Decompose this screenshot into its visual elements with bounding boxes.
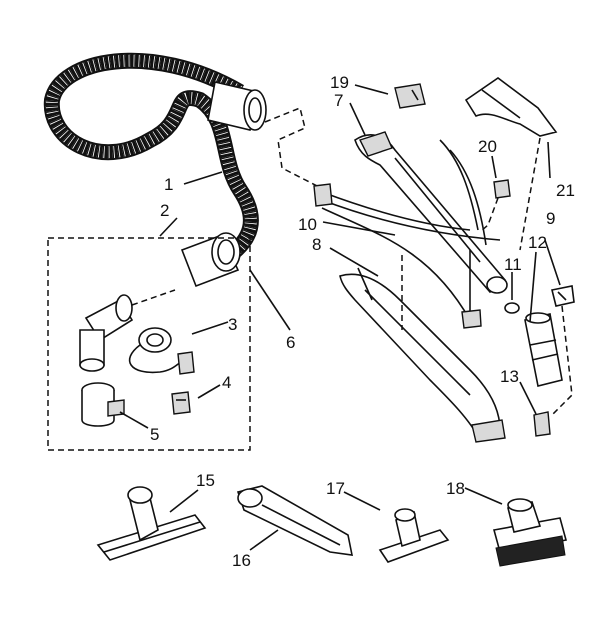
- hose-to-handle-dashes: [264, 106, 326, 191]
- tube-part-12: [524, 312, 563, 387]
- callout-4: 4: [222, 373, 231, 392]
- cup-part-5: [81, 382, 125, 427]
- callout-3: 3: [228, 315, 237, 334]
- kit-group-box: [47, 237, 251, 451]
- handle-part-7: [354, 131, 508, 294]
- lower-wand-part-8: [339, 267, 506, 443]
- callout-10: 10: [298, 215, 317, 234]
- cord-clip-part-3: [128, 327, 195, 375]
- hose-top-cuff: [207, 81, 267, 131]
- upholstery-tool-part-17: [378, 508, 450, 563]
- callout-13: 13: [500, 367, 519, 386]
- callout-7: 7: [334, 91, 343, 110]
- wiring-part-10: [313, 183, 501, 329]
- callout-21: 21: [556, 181, 575, 200]
- hose-part: [43, 52, 259, 262]
- hose-bottom-cuff: [180, 232, 241, 288]
- cover-part-21: [464, 77, 558, 251]
- callout-20: 20: [478, 137, 497, 156]
- callout-19: 19: [330, 73, 349, 92]
- swivel-elbow-part: [79, 289, 176, 372]
- callout-15: 15: [196, 471, 215, 490]
- cuff-leader-line-6: [249, 269, 291, 331]
- dusting-brush-part-18: [492, 498, 568, 567]
- bracket-part-9: [551, 285, 575, 416]
- leader-lines: [119, 84, 561, 551]
- callout-9: 9: [546, 209, 555, 228]
- callout-labels: 1 2 3 4 5 6 7 8 9 10 11 12 13 15 16 17 1…: [150, 73, 575, 570]
- gasket-part-11: [504, 302, 520, 314]
- nut-part-20: [479, 179, 511, 233]
- callout-6: 6: [286, 333, 295, 352]
- callout-12: 12: [528, 233, 547, 252]
- clip-part-13: [533, 411, 551, 437]
- small-clip-part-4: [171, 391, 191, 415]
- callout-16: 16: [232, 551, 251, 570]
- callout-1: 1: [164, 175, 173, 194]
- switch-part-19: [394, 83, 426, 109]
- hose-ribs: [45, 54, 257, 260]
- floor-tool-part-15: [96, 486, 207, 561]
- callout-17: 17: [326, 479, 345, 498]
- callout-11: 11: [504, 255, 522, 274]
- callout-18: 18: [446, 479, 465, 498]
- callout-8: 8: [312, 235, 321, 254]
- callout-2: 2: [160, 201, 169, 220]
- callout-5: 5: [150, 425, 159, 444]
- crevice-tool-part-16: [236, 485, 354, 556]
